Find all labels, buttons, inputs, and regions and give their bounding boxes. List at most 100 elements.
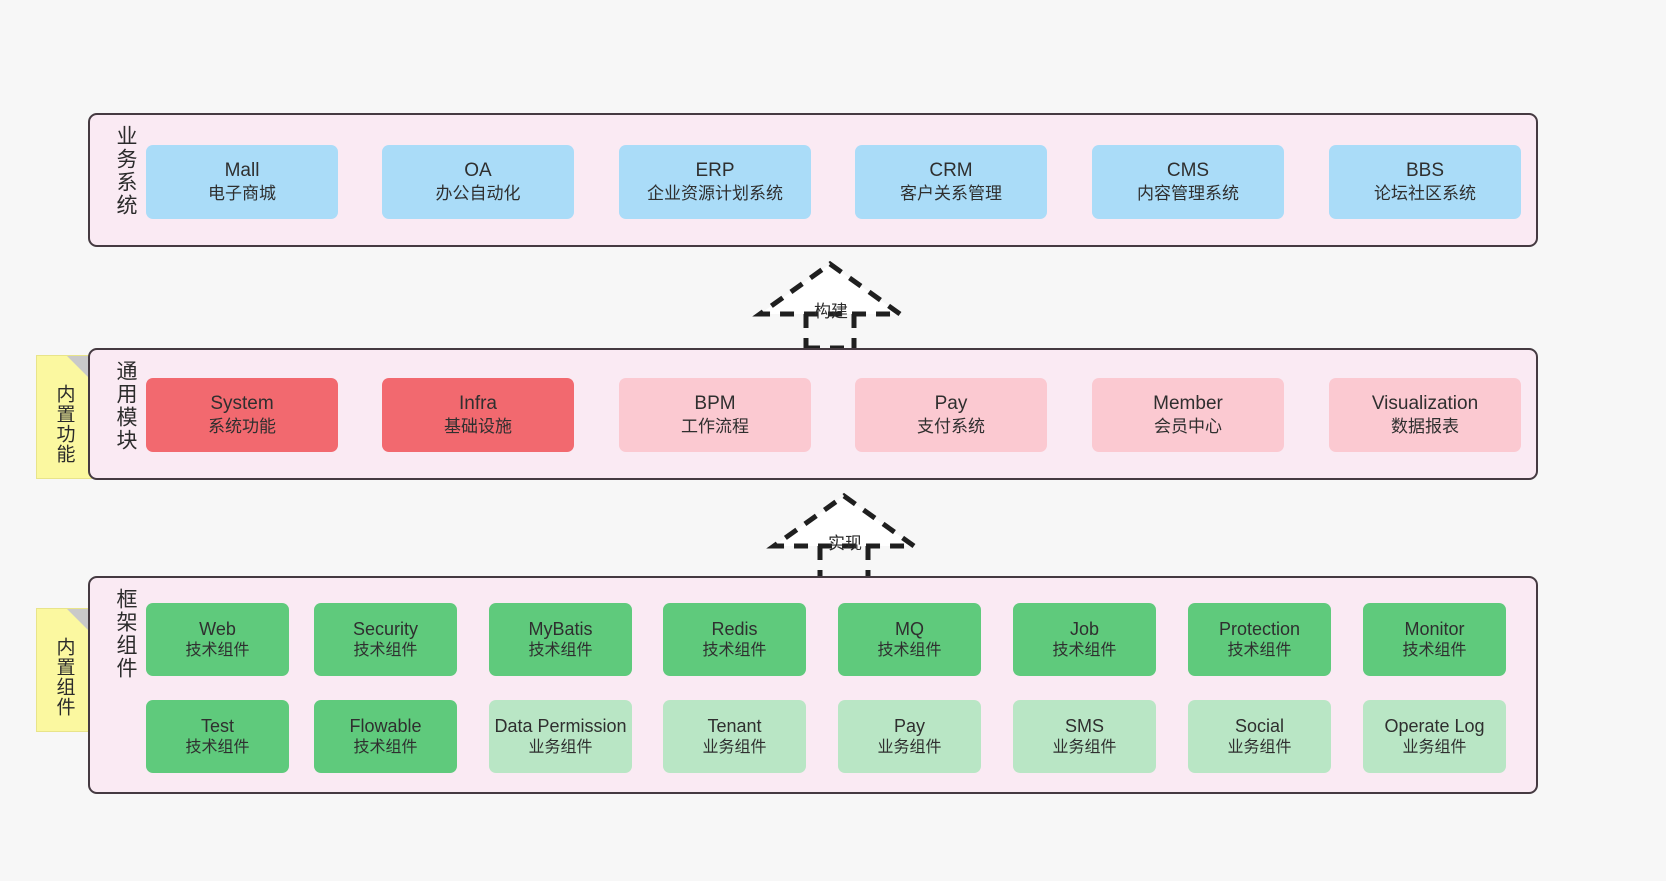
card-subtitle: 技术组件 [1052, 641, 1117, 659]
card-title: BBS [1405, 159, 1445, 181]
card-tenant[interactable]: Tenant 业务组件 [663, 700, 806, 773]
card-title: Pay [893, 715, 926, 736]
connector-label-build: 构建 [814, 302, 848, 321]
card-title: Job [1069, 618, 1100, 639]
card-subtitle: 企业资源计划系统 [647, 184, 783, 204]
card-title: Visualization [1371, 392, 1479, 414]
card-flowable[interactable]: Flowable 技术组件 [314, 700, 457, 773]
card-pay-business[interactable]: Pay 业务组件 [838, 700, 981, 773]
layer-common-module: 通用模块 System 系统功能 Infra 基础设施 BPM 工作流程 Pay… [88, 348, 1538, 480]
arrowhead-hollow-triangle [752, 260, 908, 317]
layer-framework-component: 框架组件 Web 技术组件 Security 技术组件 MyBatis 技术组件… [88, 576, 1538, 794]
card-subtitle: 技术组件 [877, 641, 942, 659]
card-social[interactable]: Social 业务组件 [1188, 700, 1331, 773]
card-title: OA [464, 159, 492, 181]
card-subtitle: 内容管理系统 [1137, 184, 1239, 204]
card-subtitle: 业务组件 [877, 738, 942, 756]
card-data-permission[interactable]: Data Permission 业务组件 [489, 700, 632, 773]
card-title: Test [200, 715, 234, 736]
card-title: SMS [1064, 715, 1104, 736]
card-crm[interactable]: CRM 客户关系管理 [855, 145, 1047, 219]
card-subtitle: 系统功能 [208, 417, 276, 437]
card-mall[interactable]: Mall 电子商城 [146, 145, 338, 219]
card-protection[interactable]: Protection 技术组件 [1188, 603, 1331, 676]
card-title: CMS [1166, 159, 1210, 181]
card-member[interactable]: Member 会员中心 [1092, 378, 1284, 452]
card-mybatis[interactable]: MyBatis 技术组件 [489, 603, 632, 676]
card-subtitle: 电子商城 [208, 184, 276, 204]
card-title: Tenant [707, 715, 762, 736]
card-subtitle: 工作流程 [681, 417, 749, 437]
card-title: System [210, 392, 274, 414]
card-pay[interactable]: Pay 支付系统 [855, 378, 1047, 452]
card-title: Infra [458, 392, 498, 414]
card-subtitle: 技术组件 [185, 641, 250, 659]
card-subtitle: 业务组件 [1402, 738, 1467, 756]
card-sms[interactable]: SMS 业务组件 [1013, 700, 1156, 773]
card-redis[interactable]: Redis 技术组件 [663, 603, 806, 676]
card-subtitle: 业务组件 [1227, 738, 1292, 756]
card-bbs[interactable]: BBS 论坛社区系统 [1329, 145, 1521, 219]
card-erp[interactable]: ERP 企业资源计划系统 [619, 145, 811, 219]
card-title: Monitor [1404, 618, 1465, 639]
arrowhead-hollow-triangle [766, 492, 922, 549]
card-title: Flowable [349, 715, 422, 736]
card-subtitle: 技术组件 [1227, 641, 1292, 659]
card-cms[interactable]: CMS 内容管理系统 [1092, 145, 1284, 219]
card-title: BPM [694, 392, 736, 414]
card-test[interactable]: Test 技术组件 [146, 700, 289, 773]
layer-business-system: 业务系统 Mall 电子商城 OA 办公自动化 ERP 企业资源计划系统 CRM… [88, 113, 1538, 247]
card-subtitle: 数据报表 [1391, 417, 1459, 437]
connector-build: 构建 [752, 258, 908, 350]
card-title: Mall [224, 159, 260, 181]
card-security[interactable]: Security 技术组件 [314, 603, 457, 676]
card-title: MyBatis [528, 618, 593, 639]
sticky-fold-icon [67, 356, 91, 380]
layer-title-framework-component: 框架组件 [114, 588, 137, 680]
card-subtitle: 基础设施 [444, 417, 512, 437]
card-oa[interactable]: OA 办公自动化 [382, 145, 574, 219]
card-title: Pay [934, 392, 968, 414]
sticky-note-builtin-component: 内置组件 [36, 608, 92, 732]
connector-label-realize: 实现 [828, 534, 862, 553]
card-visualization[interactable]: Visualization 数据报表 [1329, 378, 1521, 452]
card-title: CRM [929, 159, 973, 181]
card-title: Web [199, 618, 236, 639]
card-subtitle: 技术组件 [185, 738, 250, 756]
card-title: Security [352, 618, 419, 639]
card-subtitle: 会员中心 [1154, 417, 1222, 437]
card-infra[interactable]: Infra 基础设施 [382, 378, 574, 452]
card-title: Operate Log [1384, 715, 1485, 736]
layer-title-business-system: 业务系统 [114, 125, 137, 217]
card-subtitle: 业务组件 [528, 738, 593, 756]
card-title: MQ [895, 618, 924, 639]
card-subtitle: 办公自动化 [435, 184, 521, 204]
card-title: Redis [711, 618, 758, 639]
card-subtitle: 技术组件 [353, 738, 418, 756]
sticky-note-label: 内置功能 [53, 384, 75, 464]
card-subtitle: 技术组件 [528, 641, 593, 659]
card-title: ERP [695, 159, 735, 181]
card-web[interactable]: Web 技术组件 [146, 603, 289, 676]
card-bpm[interactable]: BPM 工作流程 [619, 378, 811, 452]
card-title: Protection [1218, 618, 1301, 639]
card-title: Data Permission [494, 715, 627, 736]
card-monitor[interactable]: Monitor 技术组件 [1363, 603, 1506, 676]
card-mq[interactable]: MQ 技术组件 [838, 603, 981, 676]
card-job[interactable]: Job 技术组件 [1013, 603, 1156, 676]
card-subtitle: 业务组件 [702, 738, 767, 756]
card-subtitle: 技术组件 [353, 641, 418, 659]
card-subtitle: 技术组件 [702, 641, 767, 659]
sticky-note-builtin-function: 内置功能 [36, 355, 92, 479]
card-system[interactable]: System 系统功能 [146, 378, 338, 452]
sticky-fold-icon [67, 609, 91, 633]
layer-title-common-module: 通用模块 [114, 360, 137, 452]
card-subtitle: 支付系统 [917, 417, 985, 437]
card-subtitle: 论坛社区系统 [1374, 184, 1476, 204]
sticky-note-label: 内置组件 [53, 637, 75, 717]
card-title: Member [1153, 392, 1223, 414]
connector-realize: 实现 [766, 490, 922, 582]
card-subtitle: 业务组件 [1052, 738, 1117, 756]
card-operate-log[interactable]: Operate Log 业务组件 [1363, 700, 1506, 773]
